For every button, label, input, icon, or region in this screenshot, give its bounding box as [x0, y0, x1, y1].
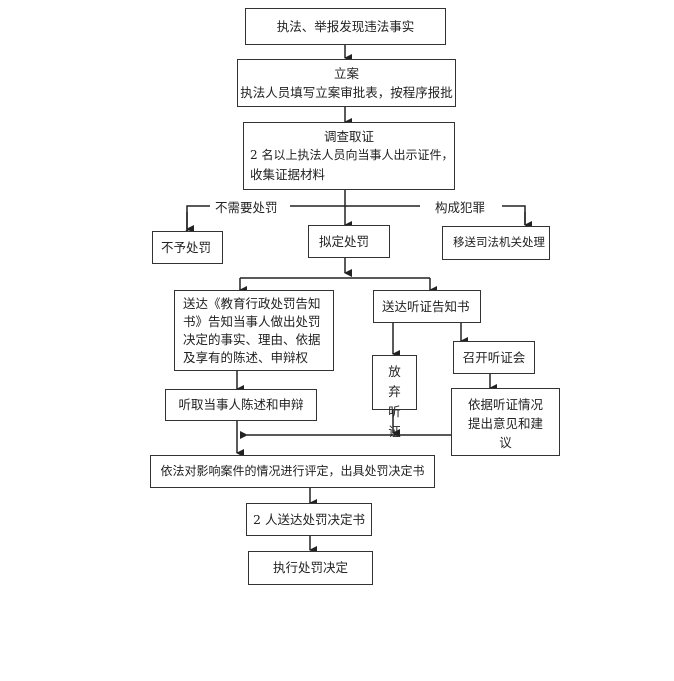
- node-deliver-decision: 2 人送达处罚决定书: [246, 503, 372, 536]
- node-discover-text: 执法、举报发现违法事实: [276, 19, 415, 34]
- node-file-case: 立案 执法人员填写立案审批表，按程序报批: [237, 59, 456, 107]
- arrow-to-no-penalty: [183, 205, 210, 236]
- node-investigate-line1: 2 名以上执法人员向当事人出示证件，: [250, 148, 454, 162]
- arrow-to-transfer: [502, 205, 526, 225]
- node-file-case-title: 立案: [333, 66, 359, 81]
- node-transfer-judicial-text: 移送司法机关处理: [453, 235, 545, 249]
- node-propose-penalty-text: 拟定处罚: [319, 234, 370, 249]
- node-discover: 执法、举报发现违法事实: [245, 8, 446, 45]
- node-waive-hearing: 放弃听证: [372, 355, 417, 439]
- node-hearing-opinion-text: 依据听证情况提出意见和建议: [467, 397, 543, 450]
- node-waive-hearing-text: 放弃听证: [388, 364, 401, 439]
- node-serve-hearing-notice-text: 送达听证告知书: [382, 299, 470, 314]
- node-serve-notice-text: 送达《教育行政处罚告知书》告知当事人做出处罚决定的事实、理由、依据及享有的陈述、…: [183, 296, 321, 365]
- node-evaluate-decide-text: 依法对影响案件的情况进行评定，出具处罚决定书: [160, 464, 425, 478]
- node-propose-penalty: 拟定处罚: [308, 225, 390, 258]
- node-investigate: 调查取证 2 名以上执法人员向当事人出示证件， 收集证据材料: [243, 122, 455, 190]
- label-no-penalty-needed: 不需要处罚: [212, 197, 281, 216]
- node-hear-statement-text: 听取当事人陈述和申辩: [178, 397, 304, 412]
- node-hear-statement: 听取当事人陈述和申辩: [165, 389, 317, 421]
- node-transfer-judicial: 移送司法机关处理: [442, 226, 550, 260]
- node-hold-hearing: 召开听证会: [453, 341, 535, 374]
- node-serve-notice: 送达《教育行政处罚告知书》告知当事人做出处罚决定的事实、理由、依据及享有的陈述、…: [174, 290, 334, 371]
- node-serve-hearing-notice: 送达听证告知书: [373, 290, 481, 323]
- node-deliver-decision-text: 2 人送达处罚决定书: [253, 512, 365, 527]
- node-investigate-title: 调查取证: [323, 129, 374, 144]
- node-file-case-desc: 执法人员填写立案审批表，按程序报批: [240, 85, 453, 100]
- node-evaluate-decide: 依法对影响案件的情况进行评定，出具处罚决定书: [150, 455, 435, 488]
- label-constitutes-crime: 构成犯罪: [432, 197, 489, 216]
- node-execute-decision-text: 执行处罚决定: [272, 560, 348, 575]
- node-hold-hearing-text: 召开听证会: [462, 350, 526, 365]
- node-no-penalty: 不予处罚: [152, 231, 223, 264]
- node-investigate-line2: 收集证据材料: [250, 167, 326, 182]
- node-no-penalty-text: 不予处罚: [161, 240, 212, 255]
- node-execute-decision: 执行处罚决定: [248, 551, 373, 585]
- node-hearing-opinion: 依据听证情况提出意见和建议: [451, 388, 560, 456]
